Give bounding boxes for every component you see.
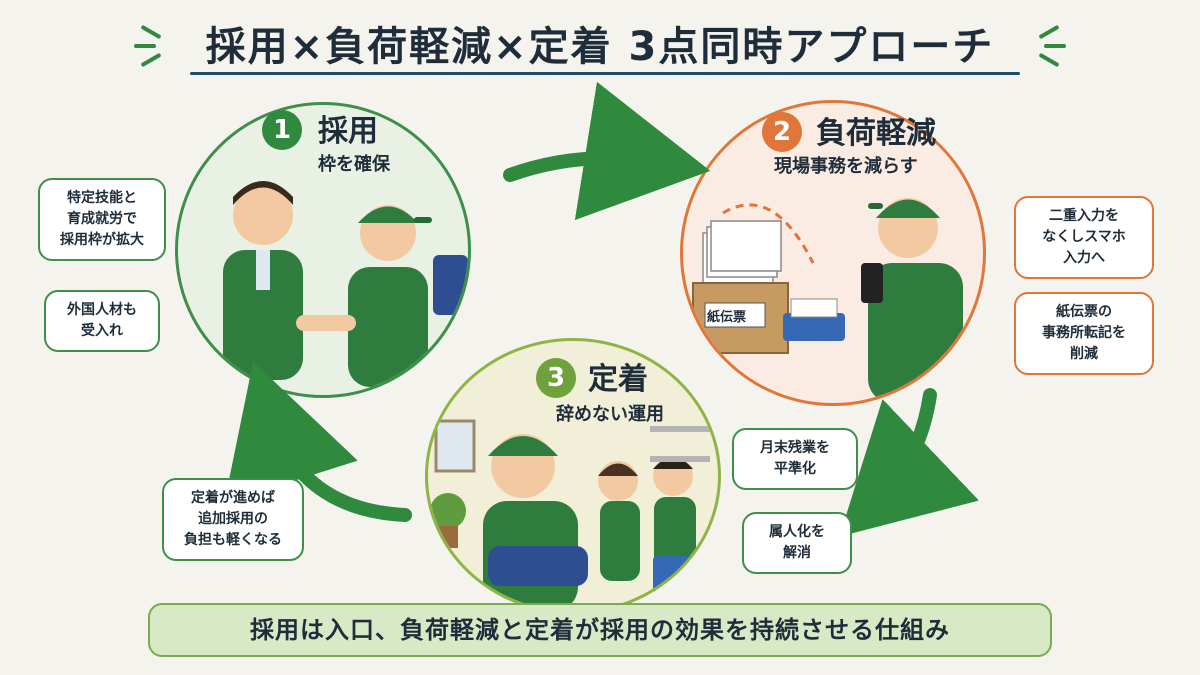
bubble-eliminate-dependency: 属人化を 解消 <box>742 512 852 574</box>
step-heading-load-reduction: 負荷軽減 <box>816 116 936 151</box>
step-number-2: 2 <box>762 112 802 152</box>
bubble-smartphone-input: 二重入力を なくしスマホ 入力へ <box>1014 196 1154 279</box>
arrow-load-to-retention <box>839 388 979 537</box>
step-subheading-recruit: 枠を確保 <box>318 154 390 175</box>
step-retention-circle <box>425 338 721 614</box>
arrow-retention-to-recruit <box>224 361 412 522</box>
title-underline <box>190 72 1020 75</box>
title-accent-left <box>134 44 156 48</box>
bubble-overtime-leveling: 月末残業を 平準化 <box>732 428 858 490</box>
step-heading-recruit: 採用 <box>318 114 378 149</box>
handshake-illustration <box>223 181 468 387</box>
step-heading-retention: 定着 <box>588 362 648 397</box>
arrow-recruit-to-load <box>503 81 711 221</box>
bubble-foreign-talent: 外国人材も 受入れ <box>44 290 160 352</box>
title-accent-right <box>1044 44 1066 48</box>
team-illustration <box>430 419 710 611</box>
page-title: 採用×負荷軽減×定着 3点同時アプローチ <box>205 24 995 70</box>
step-number-1: 1 <box>262 110 302 150</box>
summary-banner: 採用は入口、負荷軽減と定着が採用の効果を持続させる仕組み <box>148 603 1052 657</box>
step-subheading-retention: 辞めない運用 <box>556 404 664 425</box>
step-recruit-circle <box>175 102 471 398</box>
bubble-paper-slip-reduction: 紙伝票の 事務所転記を 削減 <box>1014 292 1154 375</box>
bubble-retention-loop: 定着が進めば 追加採用の 負担も軽くなる <box>162 478 304 561</box>
bubble-recruit-expansion: 特定技能と 育成就労で 採用枠が拡大 <box>38 178 166 261</box>
step-number-3: 3 <box>536 358 576 398</box>
box-label: 紙伝票 <box>707 310 747 325</box>
step-subheading-load-reduction: 現場事務を減らす <box>774 156 918 177</box>
